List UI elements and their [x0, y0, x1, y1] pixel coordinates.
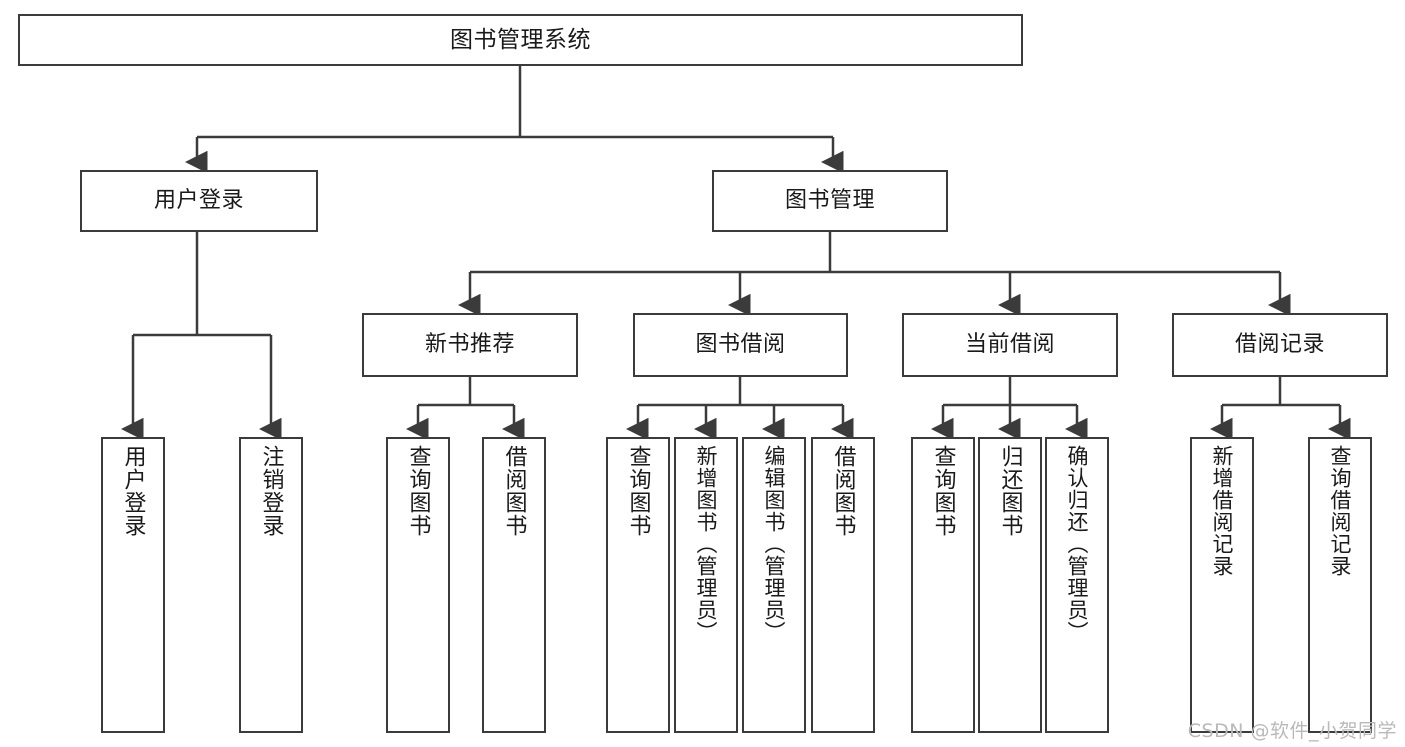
watermark-text: CSDN @软件_小贺同学: [1187, 720, 1397, 742]
node-leaf-query-book-current[interactable]: 查询图书: [911, 437, 975, 733]
node-label: 确认归还（管理员）: [1065, 445, 1090, 643]
node-label: 借阅记录: [1234, 332, 1325, 358]
node-root-system[interactable]: 图书管理系统: [18, 14, 1023, 66]
node-leaf-add-borrow-record[interactable]: 新增借阅记录: [1190, 437, 1254, 733]
node-leaf-borrow-book-recommend[interactable]: 借阅图书: [482, 437, 546, 733]
node-new-book-recommend[interactable]: 新书推荐: [362, 313, 578, 377]
node-user-login[interactable]: 用户登录: [80, 170, 318, 232]
node-leaf-query-book-borrow[interactable]: 查询图书: [606, 437, 670, 733]
node-label: 查询图书: [930, 445, 956, 537]
node-label: 借阅图书: [830, 445, 856, 537]
node-label: 新增图书（管理员）: [694, 445, 719, 643]
node-borrow-record[interactable]: 借阅记录: [1172, 313, 1388, 377]
node-leaf-return-book[interactable]: 归还图书: [978, 437, 1042, 733]
node-label: 图书借阅: [695, 332, 786, 358]
node-book-borrow[interactable]: 图书借阅: [633, 313, 848, 377]
node-label: 新书推荐: [424, 332, 515, 358]
node-leaf-logout[interactable]: 注销登录: [239, 437, 303, 733]
node-leaf-user-login[interactable]: 用户登录: [101, 437, 165, 733]
node-label: 查询图书: [405, 445, 431, 537]
node-leaf-borrow-book[interactable]: 借阅图书: [811, 437, 875, 733]
node-current-borrow[interactable]: 当前借阅: [902, 313, 1118, 377]
node-label: 用户登录: [120, 445, 146, 537]
node-label: 图书管理系统: [450, 26, 591, 53]
node-label: 编辑图书（管理员）: [762, 445, 787, 643]
node-label: 图书管理: [784, 188, 875, 214]
node-label: 注销登录: [258, 445, 284, 537]
node-label: 新增借阅记录: [1210, 445, 1235, 577]
node-leaf-query-borrow-record[interactable]: 查询借阅记录: [1308, 437, 1372, 733]
node-leaf-add-book-admin[interactable]: 新增图书（管理员）: [674, 437, 738, 733]
node-label: 用户登录: [153, 188, 244, 214]
node-label: 查询图书: [625, 445, 651, 537]
node-label: 借阅图书: [501, 445, 527, 537]
node-leaf-query-book-recommend[interactable]: 查询图书: [386, 437, 450, 733]
node-label: 当前借阅: [964, 332, 1055, 358]
node-label: 归还图书: [997, 445, 1023, 537]
node-leaf-confirm-return-admin[interactable]: 确认归还（管理员）: [1045, 437, 1109, 733]
node-book-management[interactable]: 图书管理: [712, 170, 948, 232]
node-leaf-edit-book-admin[interactable]: 编辑图书（管理员）: [742, 437, 806, 733]
node-label: 查询借阅记录: [1328, 445, 1353, 577]
